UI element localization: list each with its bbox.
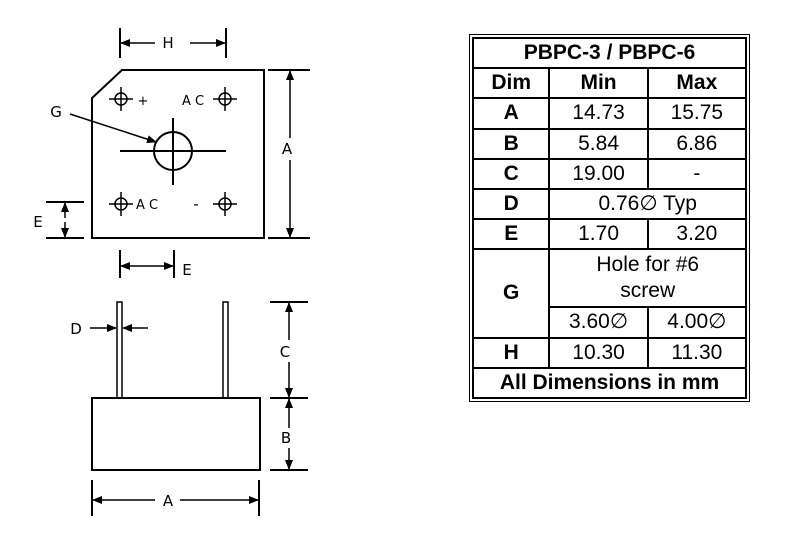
min-cell: 1.70: [548, 218, 649, 251]
max-cell: 15.75: [646, 97, 748, 130]
min-cell: 3.60∅: [548, 306, 649, 339]
table-row: G Hole for #6 screw: [471, 248, 747, 339]
pin-marker-bottom-left: [109, 192, 133, 216]
dim-cell: G: [471, 248, 551, 339]
min-cell: 10.30: [548, 336, 649, 369]
label-ac-bottom: A C: [136, 198, 158, 213]
table-row: A 14.73 15.75: [471, 97, 748, 130]
dim-cell: H: [471, 336, 551, 369]
max-cell: 4.00∅: [646, 306, 748, 339]
outline-drawing: H A G E E + A C A C - D C B A: [33, 28, 310, 516]
table-header-row: Dim Min Max: [471, 67, 748, 100]
side-body-outline: [91, 397, 261, 471]
min-cell: 19.00: [548, 157, 649, 190]
dim-cell: B: [471, 127, 551, 160]
table-footer: All Dimensions in mm: [472, 366, 747, 400]
dim-cell: C: [471, 157, 551, 190]
label-a-top: A: [282, 140, 293, 158]
table-row: D 0.76∅ Typ: [471, 187, 747, 221]
table-row: C 19.00 -: [471, 157, 748, 190]
table-row: 3.60∅ 4.00∅: [473, 306, 748, 339]
dim-cell: D: [471, 187, 551, 221]
top-body-outline: [91, 69, 265, 239]
label-d: D: [70, 320, 82, 338]
mounting-hole: [120, 118, 226, 185]
header-min: Min: [548, 67, 649, 100]
table-row: B 5.84 6.86: [471, 127, 748, 160]
header-dim: Dim: [471, 67, 551, 100]
pin-marker-top-right: [213, 87, 237, 111]
label-e-bottom: E: [182, 261, 191, 279]
table-row: H 10.30 11.30: [471, 336, 748, 369]
side-view: [90, 301, 308, 516]
table-row: E 1.70 3.20: [471, 218, 748, 251]
label-c: C: [280, 343, 290, 361]
pin-marker-top-left: [109, 87, 133, 111]
span-cell: Hole for #6 screw: [548, 248, 747, 309]
label-ac-top: A C: [182, 94, 204, 109]
table-title-row: PBPC-3 / PBPC-6: [472, 36, 747, 70]
label-b: B: [281, 429, 291, 447]
label-e-left: E: [33, 213, 42, 231]
max-cell: 6.86: [646, 127, 748, 160]
max-cell: 3.20: [646, 218, 748, 251]
lead-right: [222, 301, 229, 399]
top-view: [46, 28, 310, 278]
max-cell: -: [646, 157, 748, 190]
dim-cell: A: [471, 97, 551, 130]
table-title: PBPC-3 / PBPC-6: [472, 36, 747, 70]
max-cell: 11.30: [646, 336, 748, 369]
label-plus: +: [138, 94, 149, 109]
g-leader: [69, 113, 157, 144]
min-cell: 14.73: [548, 97, 649, 130]
label-a-bottom: A: [163, 492, 174, 510]
table-footer-row: All Dimensions in mm: [472, 366, 747, 400]
label-h: H: [162, 34, 173, 52]
span-cell: 0.76∅ Typ: [548, 187, 747, 221]
dimensions-table: PBPC-3 / PBPC-6 Dim Min Max A 14.73 15.7…: [469, 34, 750, 402]
pin-marker-bottom-right: [213, 192, 237, 216]
label-minus: -: [193, 195, 198, 213]
header-max: Max: [646, 67, 748, 100]
lead-left: [116, 301, 123, 399]
min-cell: 5.84: [548, 127, 649, 160]
label-g: G: [50, 103, 62, 121]
dim-cell: E: [471, 218, 551, 251]
